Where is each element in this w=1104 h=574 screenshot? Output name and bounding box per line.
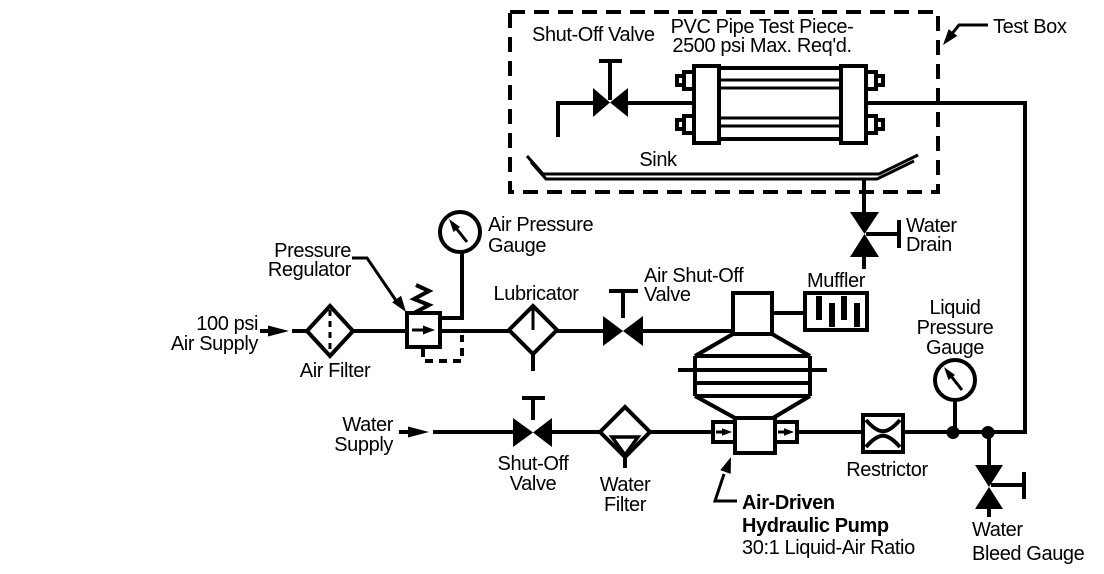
label-pump-line2: Hydraulic Pump [742,515,889,537]
label-liquid-pressure-gauge-line3: Gauge [926,337,984,359]
water-bleed-valve-symbol [975,434,1026,517]
label-lubricator: Lubricator [494,283,580,305]
label-pvc-pipe-line2: 2500 psi Max. Req'd. [672,35,851,57]
label-pvc-pipe-line1: PVC Pipe Test Piece- [671,16,854,38]
pressure-regulator-pointer-arrow [352,256,406,312]
label-water-shutoff-valve-line1: Shut-Off [498,453,570,475]
water-shutoff-valve-symbol [513,396,552,447]
water-drain-valve-symbol [850,212,901,269]
test-box-pointer-arrow [943,23,988,45]
label-water-shutoff-valve-line2: Valve [510,473,557,495]
water-filter-symbol [597,404,653,468]
label-water-filter-line1: Water [600,474,651,496]
air-pressure-gauge-symbol [438,210,482,320]
air-supply-arrow [260,325,289,337]
water-supply-arrow [399,426,429,438]
label-air-supply-line1: 100 psi [196,313,258,335]
label-liquid-pressure-gauge-line2: Pressure [917,317,994,339]
label-air-supply-line2: Air Supply [171,333,259,355]
label-water-bleed-gauge-line1: Water [972,519,1023,541]
label-air-shutoff-valve-line1: Air Shut-Off [644,265,744,287]
lubricator-symbol [506,303,560,371]
label-water-supply-line2: Supply [334,434,393,456]
muffler-symbol [772,291,869,332]
label-pump-line1: Air-Driven [742,492,835,514]
label-air-shutoff-valve-line2: Valve [644,284,691,306]
label-test-box: Test Box [993,16,1067,38]
liquid-pressure-gauge-symbol [933,358,977,431]
label-air-pressure-gauge-line1: Air Pressure [488,214,594,236]
air-shutoff-valve-symbol [603,289,643,346]
box-shutoff-valve-symbol [593,59,628,117]
label-water-drain-line1: Water [906,215,957,237]
pump-pointer-arrow [712,457,737,503]
label-liquid-pressure-gauge-line1: Liquid [930,297,981,319]
pvc-test-piece [675,64,885,145]
label-muffler: Muffler [807,270,866,292]
label-sink: Sink [639,149,678,171]
air-filter-symbol [304,303,356,359]
label-water-supply-line1: Water [342,414,393,436]
label-pressure-regulator-line1: Pressure [274,240,351,262]
label-pump-line3: 30:1 Liquid-Air Ratio [742,537,915,559]
sink-tray [525,153,919,212]
pressure-regulator-symbol [405,283,464,363]
label-box-shutoff-valve: Shut-Off Valve [532,24,655,46]
label-air-pressure-gauge-line2: Gauge [488,235,546,257]
label-pressure-regulator-line2: Regulator [268,259,352,281]
label-water-bleed-gauge-line2: Bleed Gauge [972,543,1085,565]
test-box-piping [556,101,1027,434]
label-water-filter-line2: Filter [604,494,647,516]
label-air-filter: Air Filter [300,360,371,382]
label-restrictor: Restrictor [846,459,928,481]
restrictor-symbol [861,413,905,454]
hydraulic-pump-symbol [678,291,827,455]
label-water-drain-line2: Drain [906,234,952,256]
